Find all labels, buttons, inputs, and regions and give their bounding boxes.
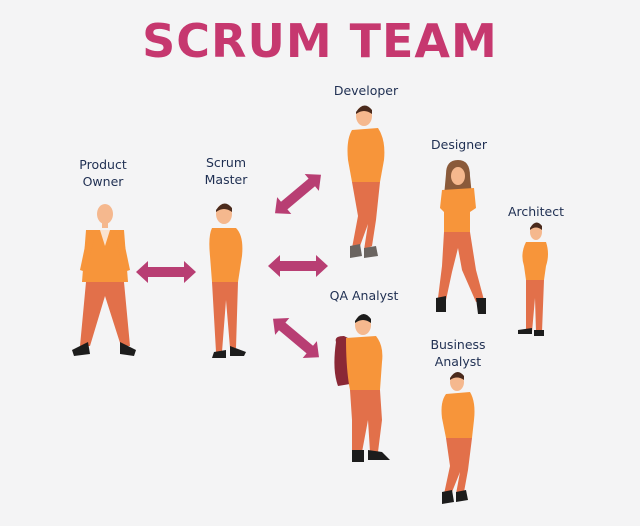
- business-analyst-figure: [441, 371, 475, 504]
- page-title: SCRUM TEAM: [142, 14, 498, 68]
- label-business-analyst: Business Analyst: [426, 336, 490, 370]
- developer-figure: [347, 105, 385, 258]
- qa-analyst-figure: [334, 313, 390, 462]
- label-qa-analyst: QA Analyst: [329, 288, 399, 303]
- arrow-sm-developer: [267, 166, 329, 222]
- label-designer: Designer: [431, 137, 487, 152]
- label-line: Master: [204, 172, 248, 187]
- label-line: Owner: [82, 174, 124, 189]
- arrow-po-sm: [136, 261, 196, 283]
- label-line: Analyst: [434, 354, 482, 369]
- label-line: Product: [79, 157, 127, 172]
- product-owner-figure: [72, 204, 136, 356]
- designer-figure: [436, 160, 486, 314]
- arrow-sm-team: [268, 255, 328, 277]
- architect-figure: [518, 222, 548, 336]
- label-scrum-master: Scrum Master: [196, 154, 256, 188]
- label-architect: Architect: [507, 204, 565, 219]
- label-line: Business: [430, 337, 486, 352]
- label-developer: Developer: [333, 83, 399, 98]
- scrum-master-figure: [209, 203, 246, 358]
- label-product-owner: Product Owner: [70, 156, 136, 190]
- label-line: Scrum: [205, 155, 247, 170]
- arrow-sm-qa: [265, 310, 327, 366]
